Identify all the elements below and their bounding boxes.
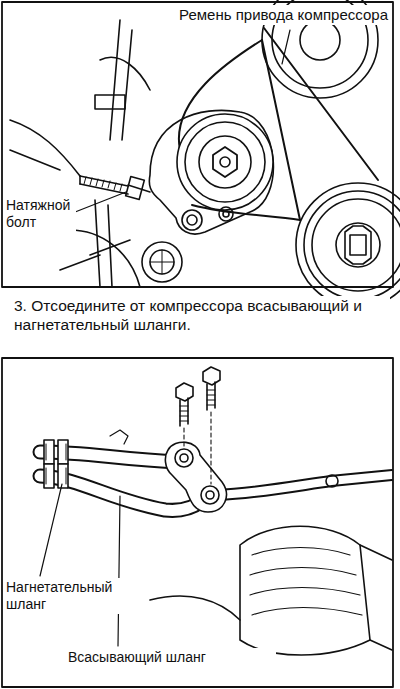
part-label: Всасывающий шланг xyxy=(66,648,276,667)
part-label: Ремень привода компрессора xyxy=(146,5,390,25)
part-label: Натяжной болт xyxy=(4,196,76,232)
top-figure xyxy=(2,0,400,307)
bottom-figure xyxy=(2,358,393,687)
step-note: 3. Отсоедините от компрессора всасывающи… xyxy=(12,296,390,335)
part-label: Нагнетательный шланг xyxy=(4,578,122,614)
